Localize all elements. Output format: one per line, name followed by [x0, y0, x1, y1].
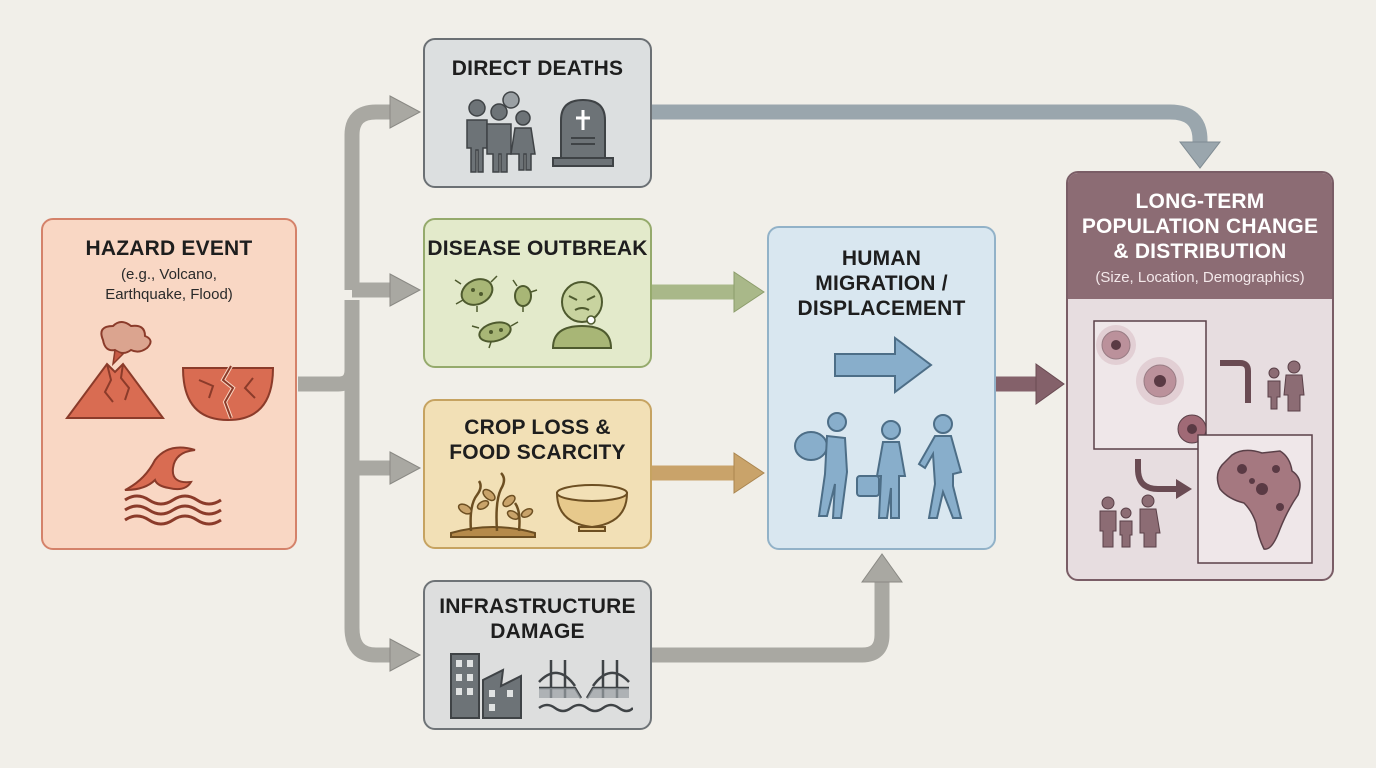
- infrastructure-box: INFRASTRUCTURE DAMAGE: [423, 580, 652, 730]
- hazard-event-box: HAZARD EVENT (e.g., Volcano, Earthquake,…: [41, 218, 297, 550]
- long-term-title-line3: & DISTRIBUTION: [1113, 240, 1287, 263]
- deaths-to-longterm-arrow: [652, 104, 1222, 169]
- sick-person-icon: [551, 281, 613, 349]
- hazard-subtitle-line2: Earthquake, Flood): [105, 286, 233, 303]
- migration-box: HUMAN MIGRATION / DISPLACEMENT: [767, 226, 996, 550]
- long-term-title-line1: LONG-TERM: [1135, 190, 1265, 213]
- right-arrow-icon: [834, 336, 933, 394]
- collapsed-building-icon: [450, 653, 522, 719]
- broken-bridge-icon: [538, 660, 633, 713]
- walking-people-icon: [794, 412, 963, 519]
- disease-outbreak-title: DISEASE OUTBREAK: [427, 237, 648, 260]
- hazard-subtitle-line1: (e.g., Volcano,: [121, 266, 217, 283]
- wave-icon: [124, 446, 222, 526]
- hazard-title: HAZARD EVENT: [85, 237, 253, 260]
- long-term-subtitle: (Size, Location, Demographics): [1095, 269, 1305, 286]
- wilted-plant-icon: [450, 472, 536, 538]
- crop-title-line1: CROP LOSS &: [464, 416, 611, 439]
- crop-title-line2: FOOD SCARCITY: [449, 441, 626, 464]
- infra-title-line1: INFRASTRUCTURE: [439, 595, 636, 618]
- infra-title-line2: DAMAGE: [490, 620, 585, 643]
- infra-to-migration-arrow: [652, 553, 903, 663]
- migration-to-longterm-arrow: [996, 363, 1065, 405]
- gravestone-icon: [552, 98, 614, 167]
- disease-outbreak-box: DISEASE OUTBREAK: [423, 218, 652, 368]
- migration-title-line3: DISPLACEMENT: [797, 297, 966, 320]
- direct-deaths-title: DIRECT DEATHS: [451, 57, 624, 80]
- migration-title-line1: HUMAN: [841, 247, 922, 270]
- bacteria-icon: [454, 275, 538, 349]
- crop-loss-box: CROP LOSS & FOOD SCARCITY: [423, 399, 652, 549]
- cracked-earth-icon: [181, 365, 275, 422]
- disease-to-migration-arrow: [652, 271, 765, 313]
- empty-bowl-icon: [555, 484, 629, 532]
- long-term-header: LONG-TERM POPULATION CHANGE & DISTRIBUTI…: [1068, 173, 1332, 299]
- crop-to-migration-arrow: [652, 452, 765, 494]
- hazard-branch-connector: [298, 104, 392, 663]
- direct-deaths-box: DIRECT DEATHS: [423, 38, 652, 188]
- branch-arrowheads: [389, 95, 422, 672]
- population-map-icon: [1093, 320, 1313, 564]
- family-icon: [466, 91, 536, 173]
- volcano-icon: [65, 321, 165, 419]
- long-term-box: LONG-TERM POPULATION CHANGE & DISTRIBUTI…: [1066, 171, 1334, 581]
- long-term-title-line2: POPULATION CHANGE: [1081, 215, 1319, 238]
- migration-title-line2: MIGRATION /: [815, 272, 948, 295]
